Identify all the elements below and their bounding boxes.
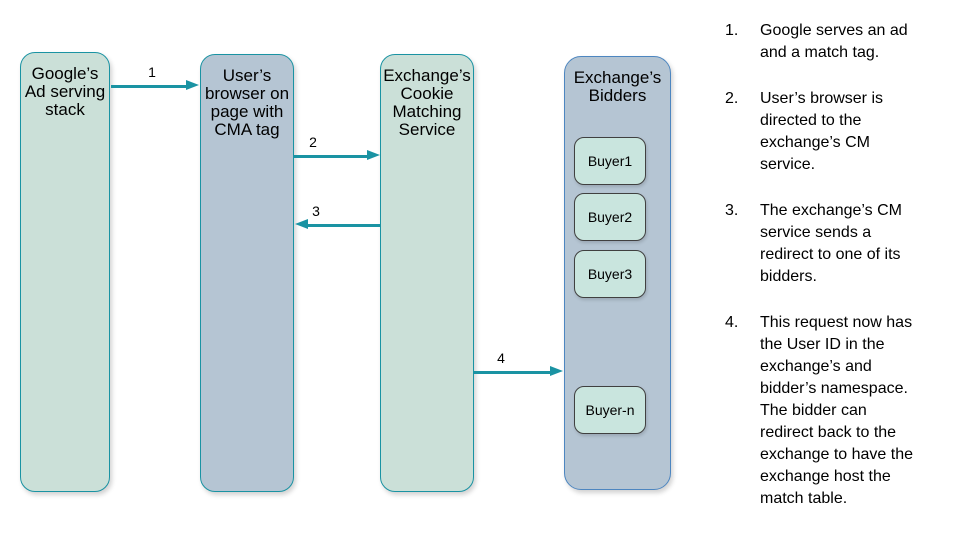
buyer3-box: Buyer3 <box>574 250 646 298</box>
node-cookie-matching-service-label: Exchange’s Cookie Matching Service <box>383 66 471 139</box>
arrow-1-line <box>111 85 187 88</box>
node-google-ad-stack-label: Google’s Ad serving stack <box>24 64 106 119</box>
buyer1-label: Buyer1 <box>587 153 633 169</box>
arrow-1-number: 1 <box>148 64 156 80</box>
step-item-3: 3. The exchange’s CM service sends a red… <box>712 200 960 288</box>
step-text: The exchange’s CM service sends a redire… <box>760 202 902 285</box>
node-user-browser: User’s browser on page with CMA tag <box>200 54 294 492</box>
buyer-n-label: Buyer-n <box>585 402 635 418</box>
step-number: 4. <box>725 314 739 331</box>
step-item-4: 4. This request now has the User ID in t… <box>712 312 960 510</box>
buyer2-box: Buyer2 <box>574 193 646 241</box>
step-number: 1. <box>725 22 739 39</box>
step-number: 3. <box>725 202 739 219</box>
arrow-4-line <box>474 371 551 374</box>
node-google-ad-stack: Google’s Ad serving stack <box>20 52 110 492</box>
node-exchange-bidders-label: Exchange’s Bidders <box>573 68 662 105</box>
buyer-n-box: Buyer-n <box>574 386 646 434</box>
arrow-2-right-arrowhead-icon <box>367 150 380 160</box>
arrow-4-right-arrowhead-icon <box>550 366 563 376</box>
node-exchange-bidders: Exchange’s Bidders Buyer1 Buyer2 Buyer3 … <box>564 56 671 490</box>
arrow-3-left-arrowhead-icon <box>295 219 308 229</box>
arrow-2-line <box>294 155 368 158</box>
step-item-1: 1. Google serves an ad and a match tag. <box>712 20 960 64</box>
arrow-2-number: 2 <box>309 134 317 150</box>
step-text: Google serves an ad and a match tag. <box>760 22 908 61</box>
step-text: User’s browser is directed to the exchan… <box>760 90 883 173</box>
arrow-4-number: 4 <box>497 350 505 366</box>
step-item-2: 2. User’s browser is directed to the exc… <box>712 88 960 176</box>
steps-list: 1. Google serves an ad and a match tag. … <box>712 20 960 534</box>
arrow-3-line <box>307 224 381 227</box>
node-cookie-matching-service: Exchange’s Cookie Matching Service <box>380 54 474 492</box>
step-number: 2. <box>725 90 739 107</box>
buyer1-box: Buyer1 <box>574 137 646 185</box>
arrow-3-number: 3 <box>312 203 320 219</box>
buyer2-label: Buyer2 <box>587 209 633 225</box>
step-text: This request now has the User ID in the … <box>760 314 914 507</box>
buyer3-label: Buyer3 <box>587 266 633 282</box>
node-user-browser-label: User’s browser on page with CMA tag <box>204 66 290 139</box>
arrow-1-right-arrowhead-icon <box>186 80 199 90</box>
